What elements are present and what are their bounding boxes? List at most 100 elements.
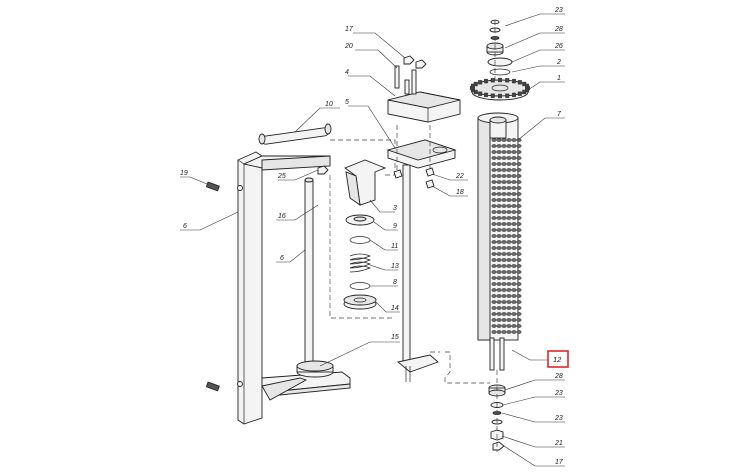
bristle — [491, 144, 497, 148]
bristle — [506, 300, 512, 304]
bristle — [511, 306, 517, 310]
bristle — [506, 276, 512, 280]
bristle — [516, 222, 522, 226]
bristle — [501, 288, 507, 292]
bristle — [496, 144, 502, 148]
callout-16: 16 — [278, 213, 286, 220]
bristle — [491, 288, 497, 292]
bristle — [501, 204, 507, 208]
gear-tooth — [512, 78, 516, 84]
right-column — [470, 19, 530, 452]
callout-5: 5 — [345, 99, 349, 106]
bristle — [491, 156, 497, 160]
bristle — [506, 252, 512, 256]
bristle — [501, 294, 507, 298]
bristle — [491, 180, 497, 184]
bristle — [506, 288, 512, 292]
bristle — [506, 312, 512, 316]
bristle — [511, 192, 517, 196]
bristle — [506, 222, 512, 226]
bristle — [506, 318, 512, 322]
bristle — [506, 198, 512, 202]
leader-lines — [180, 13, 565, 467]
bristle — [511, 162, 517, 166]
bristle — [496, 168, 502, 172]
bristle — [496, 282, 502, 286]
bristle — [511, 186, 517, 190]
bristle — [501, 234, 507, 238]
bristle — [496, 138, 502, 142]
bristle — [496, 156, 502, 160]
bristle — [501, 228, 507, 232]
bristle — [491, 276, 497, 280]
callout-17-bottom: 17 — [555, 459, 564, 466]
bristle — [516, 174, 522, 178]
bristle — [491, 246, 497, 250]
bristle — [496, 204, 502, 208]
bristle — [516, 330, 522, 334]
bristle — [516, 162, 522, 166]
bristle — [506, 246, 512, 250]
bristle — [491, 330, 497, 334]
bristle — [501, 306, 507, 310]
bristle — [516, 192, 522, 196]
bristle — [506, 180, 512, 184]
bristle — [516, 318, 522, 322]
bristle — [496, 180, 502, 184]
callout-10: 10 — [325, 101, 333, 108]
bristle — [506, 294, 512, 298]
bristle — [506, 330, 512, 334]
gear-tooth — [512, 92, 516, 98]
bristle — [506, 234, 512, 238]
bristle — [491, 210, 497, 214]
bristle — [501, 300, 507, 304]
bristle — [516, 288, 522, 292]
bristle — [516, 324, 522, 328]
bristle — [516, 276, 522, 280]
bolt-19-bottom — [205, 381, 243, 392]
bristle — [516, 198, 522, 202]
callout-28-bottom: 28 — [554, 373, 563, 380]
bristle — [491, 234, 497, 238]
bristle — [501, 150, 507, 154]
gear-tooth — [522, 89, 527, 95]
bristle — [506, 162, 512, 166]
bristle — [501, 276, 507, 280]
gear-tooth — [490, 78, 495, 83]
bristle — [496, 288, 502, 292]
bristle — [491, 318, 497, 322]
frame-assembly — [205, 123, 351, 425]
bristle — [506, 240, 512, 244]
gear-tooth — [484, 78, 488, 84]
callout-12-highlighted[interactable]: 12 — [553, 355, 562, 364]
callout-20: 20 — [344, 43, 353, 50]
callout-23: 23 — [554, 7, 563, 14]
bristle — [496, 210, 502, 214]
bristle — [511, 150, 517, 154]
bristle — [511, 198, 517, 202]
bristle — [501, 282, 507, 286]
bristle — [511, 252, 517, 256]
highlight-box-12[interactable] — [547, 350, 569, 368]
callout-15: 15 — [391, 334, 399, 341]
gear-tooth — [525, 83, 529, 89]
bristle — [496, 198, 502, 202]
bristle — [496, 318, 502, 322]
bristle — [496, 162, 502, 166]
bristle — [496, 330, 502, 334]
bristle — [501, 324, 507, 328]
callout-1: 1 — [557, 75, 561, 82]
bristle — [506, 228, 512, 232]
bristle — [496, 252, 502, 256]
bristle — [506, 150, 512, 154]
bristle — [506, 138, 512, 142]
bristle — [516, 294, 522, 298]
bristle — [511, 168, 517, 172]
bristle — [506, 192, 512, 196]
bristle — [511, 180, 517, 184]
bristle — [506, 156, 512, 160]
bristle — [516, 240, 522, 244]
bristle — [506, 264, 512, 268]
bristle — [511, 216, 517, 220]
callout-14: 14 — [391, 305, 399, 312]
